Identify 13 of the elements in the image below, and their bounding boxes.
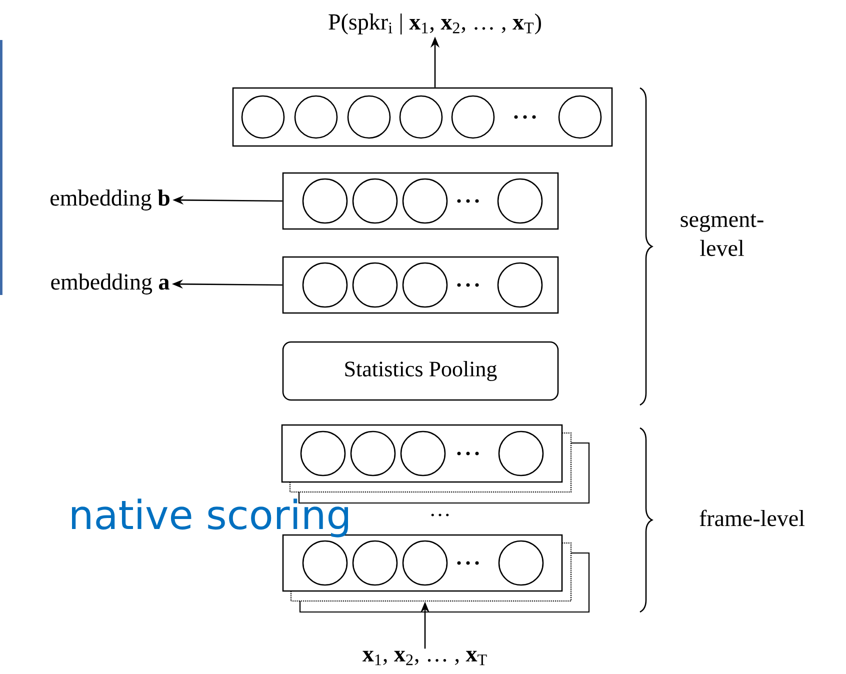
- overlay-heading: native scoring: [72, 498, 348, 538]
- segment-label: segment-level: [680, 214, 764, 256]
- pooling-box: Statistics Pooling: [282, 341, 559, 401]
- level-label: frame-level: [700, 510, 805, 526]
- layer-box: [282, 172, 559, 230]
- embedding-label: embedding a: [51, 274, 170, 294]
- output-label: P(spkr$_{i}$ | x$_{1}$, x$_{2}$, … , x$_{T}$): [328, 14, 541, 34]
- ellipsis: …: [431, 514, 449, 516]
- input-label: x$_{1}$, x$_{2}$, … , x$_{T}$: [362, 650, 487, 666]
- embedding-label: embedding b: [50, 190, 170, 210]
- layer-box: [282, 256, 559, 314]
- layer-box: [281, 424, 563, 483]
- layer-box: [232, 87, 613, 147]
